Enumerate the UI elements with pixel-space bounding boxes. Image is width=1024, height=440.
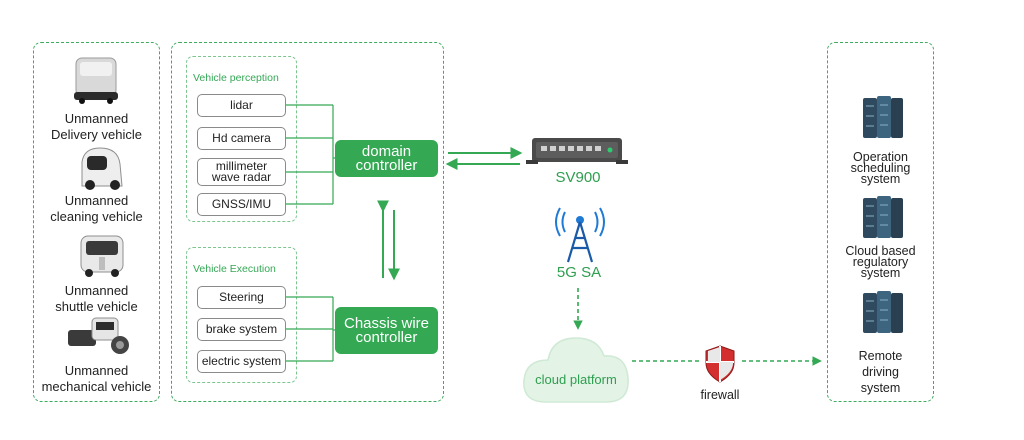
vehicle-label-delivery: Unmanned Delivery vehicle [50, 111, 143, 142]
vehicle-label-shuttle: Unmanned shuttle vehicle [55, 283, 138, 314]
controller-link-arrows [377, 200, 400, 281]
delivery-vehicle-icon [74, 57, 118, 104]
vehicle-label-mechanical: Unmanned mechanical vehicle [41, 363, 152, 394]
shield-icon [705, 345, 735, 383]
server-icon-operation [863, 96, 903, 138]
execution-item-steering[interactable]: Steering [197, 286, 286, 309]
perception-item-gnss[interactable]: GNSS/IMU [197, 193, 286, 216]
firewall-label: firewall [700, 388, 740, 402]
cleaning-vehicle-icon [81, 147, 123, 190]
execution-item-brake[interactable]: brake system [197, 318, 286, 341]
server-icon-regulatory [863, 196, 903, 238]
signal-tower-icon [555, 207, 605, 263]
mechanical-vehicle-icon [68, 317, 129, 354]
gateway-link-arrows [445, 147, 523, 170]
vehicle-system-panel [171, 42, 444, 402]
network-label: 5G SA [556, 264, 602, 281]
system-label-operation: Operation scheduling system [850, 150, 911, 186]
perception-item-lidar[interactable]: lidar [197, 94, 286, 117]
domain-controller[interactable]: domain controller [335, 140, 438, 177]
server-icon-remote [863, 291, 903, 333]
perception-title: Vehicle perception [193, 72, 279, 84]
perception-bracket [286, 104, 335, 205]
cloud-label: cloud platform [535, 372, 617, 387]
cloud-icon [523, 337, 629, 403]
execution-title: Vehicle Execution [193, 263, 276, 275]
execution-item-electric[interactable]: electric system [197, 350, 286, 373]
gateway-label: SV900 [555, 169, 601, 186]
execution-group [186, 247, 297, 383]
cloud-systems-panel [827, 42, 934, 402]
shuttle-vehicle-icon [80, 235, 124, 277]
system-label-regulatory: Cloud based regulatory system [845, 244, 916, 280]
perception-group [186, 56, 297, 222]
perception-item-hd-camera[interactable]: Hd camera [197, 127, 286, 150]
chassis-wire-controller[interactable]: Chassis wire controller [335, 307, 438, 354]
vehicles-panel [33, 42, 160, 402]
system-label-remote: Remote driving system [858, 349, 903, 395]
vehicle-label-cleaning: Unmanned cleaning vehicle [50, 193, 143, 224]
perception-item-radar[interactable]: millimeter wave radar [197, 158, 286, 186]
router-icon [526, 138, 628, 164]
execution-bracket [286, 296, 335, 362]
